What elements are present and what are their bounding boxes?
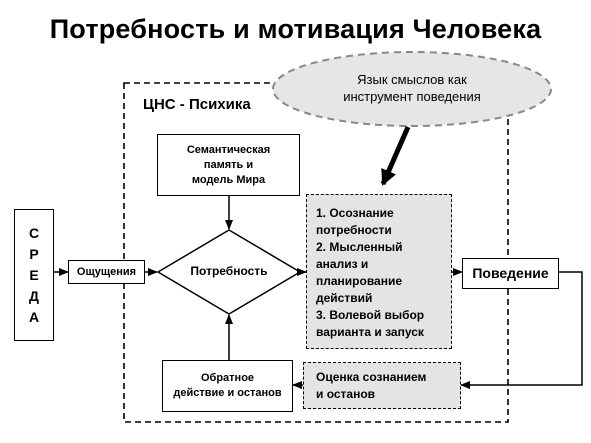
- cns-label: ЦНС - Психика: [143, 96, 251, 113]
- environment-letter: Р: [29, 245, 39, 262]
- semantic-memory-line3: модель Мира: [191, 173, 266, 186]
- arrow-behavior-to-assessment: [460, 271, 583, 389]
- language-note: Язык смыслов как инструмент поведения: [298, 71, 526, 105]
- language-ellipse: [272, 51, 552, 127]
- arrow-language-to-process: [380, 125, 411, 186]
- assessment-box: Оценка сознанием и останов: [303, 362, 461, 409]
- process-step-line: действий: [316, 291, 373, 305]
- semantic-memory-line1: Семантическая: [186, 143, 271, 156]
- process-step-line: анализ и: [316, 257, 369, 271]
- process-step-line: 3. Волевой выбор: [316, 308, 425, 322]
- assessment-line1: Оценка сознанием: [316, 370, 427, 384]
- process-step-line: потребности: [316, 223, 392, 237]
- behavior-box: Поведение: [462, 258, 559, 289]
- feedback-line2: действие и останов: [173, 387, 282, 399]
- assessment-line2: и останов: [316, 387, 376, 401]
- environment-letter: А: [28, 308, 40, 325]
- process-step-line: 2. Мысленный: [316, 240, 403, 254]
- process-steps-box: 1. Осознание потребности 2. Мысленный ан…: [306, 194, 452, 349]
- feedback-line1: Обратное: [200, 372, 255, 384]
- process-step-line: 1. Осознание: [316, 206, 394, 220]
- environment-letter: Е: [29, 266, 39, 283]
- environment-letter: Д: [29, 287, 39, 304]
- environment-letter: С: [28, 224, 40, 241]
- process-step-line: варианта и запуск: [316, 325, 424, 339]
- semantic-memory-line2: память и: [203, 158, 254, 171]
- environment-box: С Р Е Д А: [14, 209, 54, 341]
- need-label: Потребность: [190, 264, 268, 278]
- language-note-line2: инструмент поведения: [343, 89, 481, 104]
- language-note-line1: Язык смыслов как: [357, 72, 467, 87]
- feedback-box: Обратное действие и останов: [162, 360, 293, 412]
- semantic-memory-box: Семантическая память и модель Мира: [157, 134, 300, 196]
- sensations-box: Ощущения: [68, 260, 145, 284]
- page-title: Потребность и мотивация Человека: [49, 14, 542, 44]
- process-step-line: планирование: [316, 274, 403, 288]
